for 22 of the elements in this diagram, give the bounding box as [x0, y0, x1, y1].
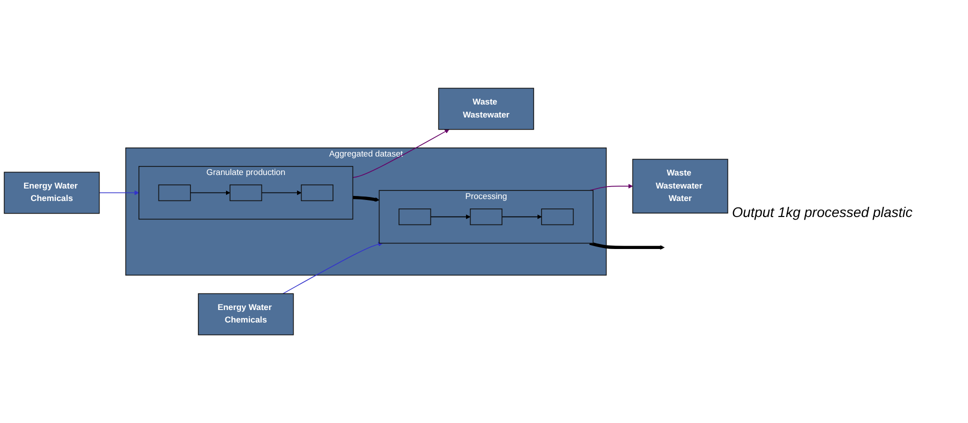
cluster: Granulate production — [138, 166, 354, 220]
node-box: Energy Water Chemicals — [198, 293, 294, 336]
arrow — [352, 196, 380, 202]
arrow — [261, 190, 302, 196]
node-box — [230, 184, 262, 202]
node-box: Waste Wastewater — [438, 88, 534, 130]
node-box: Waste Wastewater Water — [632, 158, 728, 214]
node-box — [300, 184, 334, 202]
note-text: Output 1kg processed plastic — [732, 204, 914, 220]
node-box — [398, 208, 432, 226]
arrow — [98, 190, 140, 196]
node-box — [541, 208, 574, 226]
arrow — [190, 190, 230, 196]
arrow — [352, 129, 450, 178]
cluster: Processing — [378, 190, 594, 244]
arrow — [589, 184, 633, 191]
arrow — [430, 214, 471, 220]
node-box — [158, 184, 191, 202]
arrow — [282, 242, 383, 294]
node-box: Energy Water Chemicals — [4, 172, 100, 214]
arrow — [502, 214, 542, 220]
node-box — [470, 208, 502, 226]
